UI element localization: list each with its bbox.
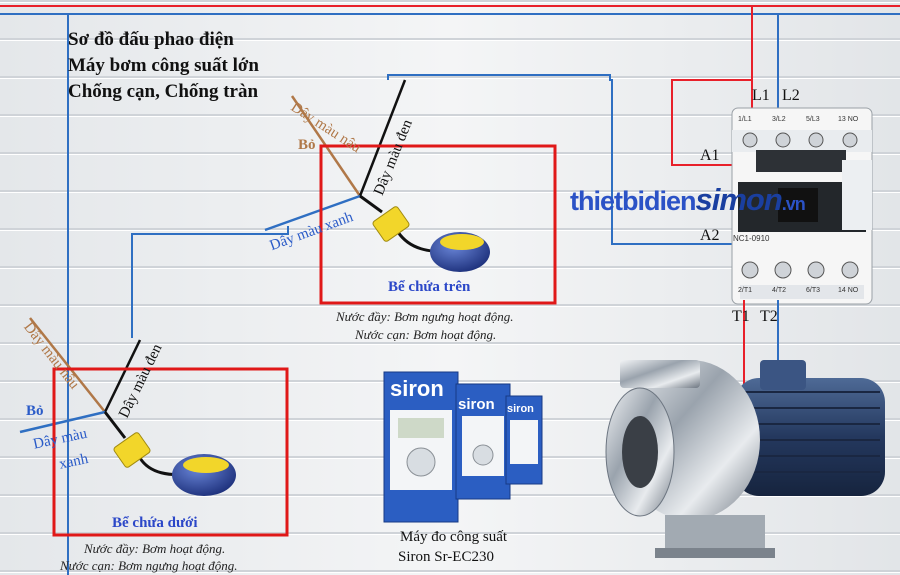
lower-note-empty: Nước cạn: Bơm ngưng hoạt động. [60, 558, 238, 573]
brand-part-2: simon [695, 182, 783, 217]
mark-bottom-1: 2/T1 [738, 287, 753, 294]
terminal-a1: A1 [700, 147, 720, 164]
meter-caption-1: Máy đo công suất [400, 529, 508, 545]
terminal-t1: T1 [732, 308, 750, 325]
supply-wires [0, 5, 900, 575]
meter-box-brand-1: siron [390, 376, 444, 401]
terminal-l2: L2 [782, 87, 800, 104]
contactor-model: NC1-0910 [733, 234, 770, 243]
mark-bottom-4: 14 NO [838, 287, 859, 294]
lower-cut-label: Bỏ [26, 403, 44, 419]
brand-part-3: .vn [781, 194, 806, 214]
brand-part-1: thietbidien [570, 186, 696, 216]
mark-bottom-2: 4/T2 [772, 287, 787, 294]
mark-top-2: 3/L2 [772, 116, 786, 123]
upper-note-empty: Nước cạn: Bơm hoạt động. [355, 327, 497, 342]
terminal-a2: A2 [700, 227, 720, 244]
lower-tank [52, 367, 289, 537]
upper-note-full: Nước đầy: Bơm ngưng hoạt động. [336, 309, 514, 324]
meter-box-brand-2: siron [458, 396, 495, 413]
mark-top-1: 1/L1 [738, 116, 752, 123]
title-line-2: Máy bơm công suất lớn [68, 55, 260, 76]
pump [605, 360, 885, 558]
title-line-1: Sơ đồ đấu phao điện [68, 29, 234, 50]
upper-cut-label: Bỏ [298, 137, 316, 153]
terminal-l1: L1 [752, 87, 770, 104]
contactor [731, 107, 873, 305]
terminal-t2: T2 [760, 308, 778, 325]
mark-top-3: 5/L3 [806, 116, 820, 123]
lower-note-full: Nước đầy: Bơm hoạt động. [84, 541, 226, 556]
meter-box-brand-3: siron [507, 403, 534, 415]
upper-tank-label: Bể chứa trên [388, 279, 471, 295]
mark-top-4: 13 NO [838, 116, 859, 123]
upper-float [372, 206, 490, 272]
brand-logo: thietbidiensimon.vn [570, 182, 806, 217]
mark-bottom-3: 6/T3 [806, 287, 821, 294]
lower-tank-label: Bể chứa dưới [112, 515, 198, 531]
power-meter-boxes [383, 371, 543, 523]
meter-caption-2: Siron Sr-EC230 [398, 549, 494, 565]
lower-float [113, 432, 236, 496]
title-line-3: Chống cạn, Chống tràn [68, 81, 259, 102]
upper-tank [319, 144, 557, 305]
